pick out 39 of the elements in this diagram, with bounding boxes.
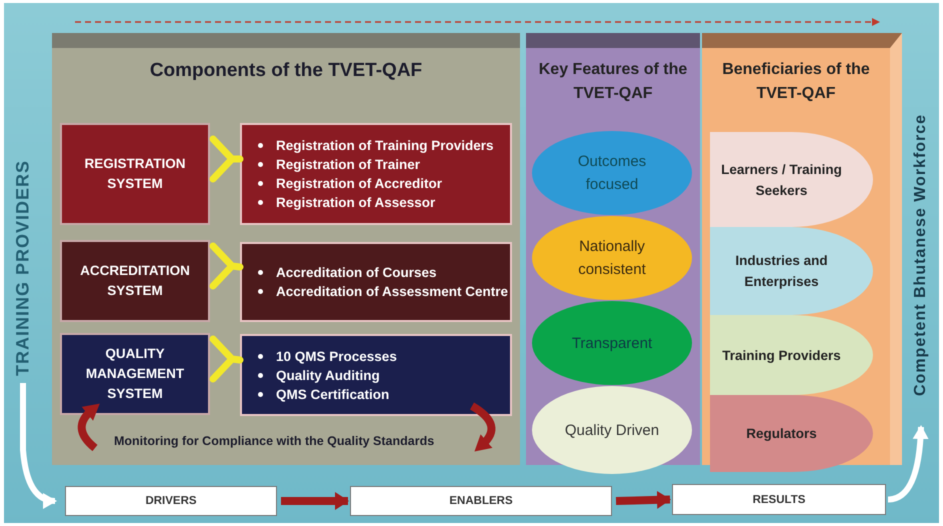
list-box — [240, 123, 512, 225]
panel-title: Key Features of the TVET-QAF — [538, 60, 688, 104]
system-box: ACCREDITATION SYSTEM — [60, 240, 210, 322]
feature-ellipse: Transparent — [532, 301, 692, 385]
feature-ellipse: Nationally consistent — [532, 216, 692, 300]
bullet-item: Accreditation of Courses — [258, 263, 508, 282]
chevron-arrow — [210, 242, 244, 290]
bullet-item: Registration of Assessor — [258, 193, 494, 212]
curved-arrow — [20, 383, 57, 508]
stage-box: ENABLERS — [350, 486, 612, 516]
block-arrow — [281, 492, 349, 510]
beneficiary-shape: Industries and Enterprises — [710, 227, 873, 315]
feature-ellipse: Quality Driven — [532, 386, 692, 474]
list-box — [240, 242, 512, 322]
bullet-item: QMS Certification — [258, 384, 397, 404]
stage-box: DRIVERS — [65, 486, 277, 516]
caption-text: Monitoring for Compliance with the Quality Standards — [114, 434, 434, 448]
panel — [52, 33, 520, 465]
bullet-item: Registration of Accreditor — [258, 174, 494, 193]
beneficiary-shape: Training Providers — [710, 315, 873, 395]
block-arrow — [616, 490, 671, 509]
bullet-item: Accreditation of Assessment Centre — [258, 282, 508, 301]
vertical-label: TRAINING PROVIDERS — [8, 150, 38, 385]
feature-ellipse: Outcomes focused — [532, 131, 692, 215]
bullet-item: Registration of Training Providers — [258, 136, 494, 155]
bullet-item: Quality Auditing — [258, 366, 397, 384]
system-box: QUALITY MANAGEMENT SYSTEM — [60, 333, 210, 415]
system-box: REGISTRATION SYSTEM — [60, 123, 210, 225]
beneficiary-shape: Regulators — [710, 395, 873, 472]
panel-title: Beneficiaries of the TVET-QAF — [721, 60, 871, 104]
panel-title: Components of the TVET-QAF — [148, 60, 424, 82]
vertical-label: Competent Bhutanese Workforce — [907, 92, 935, 417]
list-box — [240, 334, 512, 416]
chevron-arrow — [210, 136, 244, 182]
bullet-item: Registration of Trainer — [258, 155, 494, 174]
beneficiary-shape: Learners / Training Seekers — [710, 132, 873, 227]
chevron-arrow — [210, 336, 244, 382]
stage-box: RESULTS — [672, 484, 886, 515]
bullet-item: 10 QMS Processes — [258, 346, 397, 366]
